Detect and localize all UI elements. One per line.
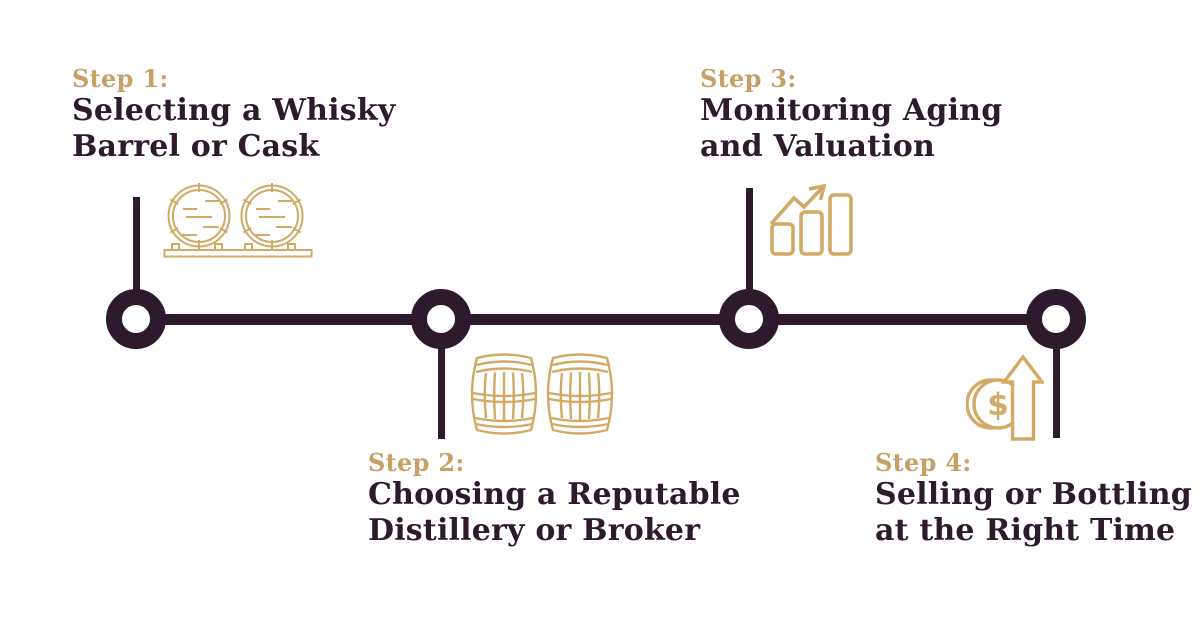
barrel-rack bbox=[163, 243, 313, 258]
step-3-title: Monitoring Aging and Valuation bbox=[700, 93, 1002, 165]
chart-bar-short bbox=[770, 222, 795, 256]
step-2-title-line2: Distillery or Broker bbox=[368, 513, 701, 548]
step-4-title-line2: at the Right Time bbox=[875, 513, 1176, 548]
step-2-title-line1: Choosing a Reputable bbox=[368, 477, 741, 512]
barrels-on-rack-icon bbox=[163, 183, 313, 258]
coin-up-arrow-icon: $ bbox=[966, 354, 1044, 441]
standing-barrel-right bbox=[546, 353, 614, 435]
standing-barrel-left bbox=[470, 353, 538, 435]
growth-arrow-line bbox=[769, 185, 825, 226]
growth-chart-icon bbox=[769, 183, 853, 256]
connector-step-3 bbox=[746, 188, 753, 293]
timeline-node-4 bbox=[1026, 289, 1086, 349]
timeline-line bbox=[136, 314, 1056, 325]
step-3-title-line2: and Valuation bbox=[700, 129, 935, 164]
chart-bar-medium bbox=[799, 210, 824, 256]
step-4-title-line1: Selling or Bottling bbox=[875, 477, 1192, 512]
connector-step-2 bbox=[438, 345, 445, 439]
step-3-label: Step 3: bbox=[700, 64, 797, 93]
connector-step-1 bbox=[133, 197, 140, 293]
step-2-title: Choosing a Reputable Distillery or Broke… bbox=[368, 477, 741, 549]
step-2-label: Step 2: bbox=[368, 448, 465, 477]
step-1-block: Step 1: Selecting a Whisky Barrel or Cas… bbox=[72, 64, 395, 165]
standing-barrels-icon bbox=[470, 353, 614, 435]
step-3-title-line1: Monitoring Aging bbox=[700, 93, 1003, 128]
growth-arrow-head bbox=[808, 183, 827, 201]
dollar-sign: $ bbox=[987, 387, 1009, 423]
step-2-block: Step 2: Choosing a Reputable Distillery … bbox=[368, 448, 741, 549]
barrel-end-left bbox=[167, 183, 231, 249]
step-4-block: Step 4: Selling or Bottling at the Right… bbox=[875, 448, 1192, 549]
chart-bar-tall bbox=[828, 193, 853, 256]
step-4-title: Selling or Bottling at the Right Time bbox=[875, 477, 1192, 549]
timeline-node-3 bbox=[719, 289, 779, 349]
step-1-title-line2: Barrel or Cask bbox=[72, 129, 320, 164]
up-arrow bbox=[1000, 354, 1044, 441]
step-1-title: Selecting a Whisky Barrel or Cask bbox=[72, 93, 395, 165]
step-1-title-line1: Selecting a Whisky bbox=[72, 93, 396, 128]
connector-step-4 bbox=[1053, 345, 1060, 438]
barrel-end-right bbox=[240, 183, 304, 249]
step-4-label: Step 4: bbox=[875, 448, 972, 477]
timeline-node-2 bbox=[411, 289, 471, 349]
step-1-label: Step 1: bbox=[72, 64, 169, 93]
step-3-block: Step 3: Monitoring Aging and Valuation bbox=[700, 64, 1002, 165]
timeline-node-1 bbox=[106, 289, 166, 349]
